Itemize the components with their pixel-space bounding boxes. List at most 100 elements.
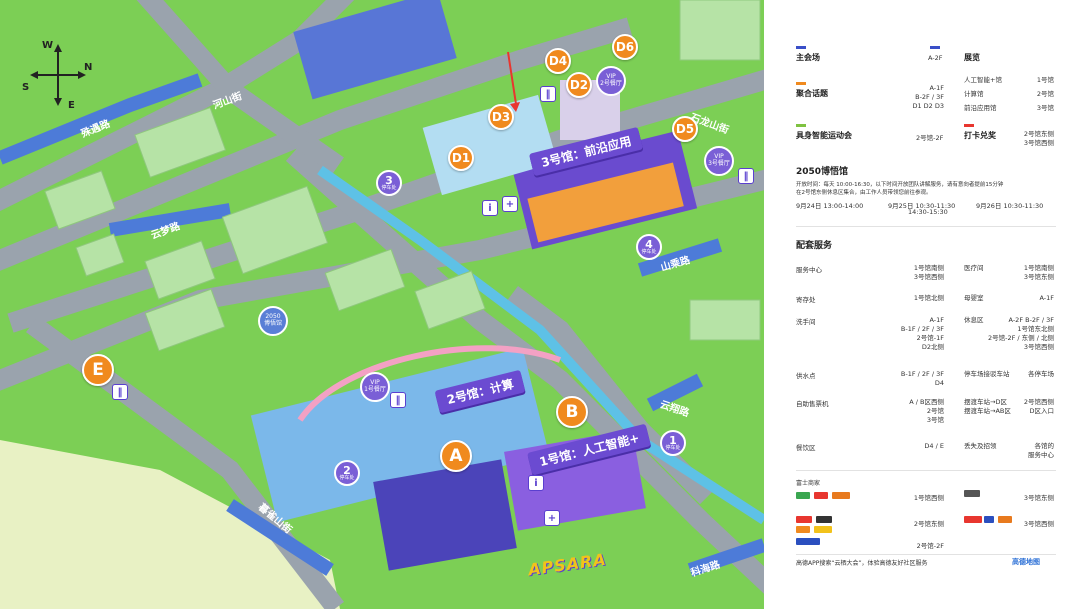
medical-icon[interactable]: +: [502, 196, 518, 212]
zone-e-pin[interactable]: E: [82, 354, 114, 386]
info-icon[interactable]: i: [482, 200, 498, 216]
legend-value: A-2F: [928, 54, 943, 62]
service-name: 自助售票机: [796, 400, 829, 408]
vip-label: VIP: [714, 153, 724, 161]
parking-caption: 停车处: [665, 445, 681, 451]
compass-e: E: [68, 100, 75, 111]
legend-value: A-1F B-2F / 3F D1 D2 D3: [912, 84, 944, 110]
legend-color-bar: [964, 124, 974, 127]
service-location: 2号馆西侧 D区入口: [1023, 398, 1054, 415]
legend-value: 2号馆东侧 3号馆西侧: [1023, 130, 1054, 147]
legend-main-venue: 主会场: [796, 53, 820, 62]
zone-d1-pin[interactable]: D1: [448, 145, 474, 171]
service-name: 供水点: [796, 372, 816, 380]
legend-color-bar: [796, 46, 806, 49]
sponsor-location: 1号馆西侧: [913, 494, 944, 502]
service-location: D4 / E: [924, 442, 944, 450]
parking-number: 3: [385, 174, 393, 187]
museum-year: 2050: [265, 313, 281, 321]
museum-time: 9月25日 10:30-11:30: [888, 202, 956, 210]
sponsor-logo: [984, 516, 994, 523]
compass: W N S E: [22, 40, 92, 111]
zone-d5-pin[interactable]: D5: [672, 116, 698, 142]
sponsor-logo: [964, 516, 982, 523]
info-icon[interactable]: i: [528, 475, 544, 491]
legend-exhibition: 展览: [964, 53, 980, 62]
exhibit-location: 1号馆: [1036, 76, 1054, 84]
sponsor-logo: [814, 526, 832, 533]
legend-checkin: 打卡兑奖: [964, 131, 996, 140]
restaurant-icon[interactable]: ‖: [112, 384, 128, 400]
legend-color-bar: [796, 124, 806, 127]
service-name: 寄存处: [796, 296, 816, 304]
service-name: 餐饮区: [796, 444, 816, 452]
zone-a-pin[interactable]: A: [440, 440, 472, 472]
sponsor-logo: [998, 516, 1012, 523]
zone-d3-pin[interactable]: D3: [488, 104, 514, 130]
museum-name: 博悟馆: [263, 320, 282, 327]
exhibit-location: 3号馆: [1036, 104, 1054, 112]
divider: [796, 554, 1056, 555]
sponsor-logo: [796, 516, 812, 523]
medical-icon[interactable]: +: [544, 510, 560, 526]
parking-number: 2: [343, 464, 351, 477]
sponsor-location: 3号馆东侧: [1023, 494, 1054, 502]
service-location: 1号馆北侧: [913, 294, 944, 302]
vip-name: 2号餐厅: [600, 80, 622, 87]
sponsor-logo: [796, 538, 820, 545]
service-location: 各馆的 服务中心: [1028, 442, 1054, 459]
service-location: 1号馆南侧 3号馆东侧: [1023, 264, 1054, 281]
service-name: 服务中心: [796, 266, 822, 274]
legend-color-bar: [796, 82, 806, 85]
service-name: 母婴室: [964, 294, 984, 302]
service-location: A / B区西侧 2号馆 3号馆: [909, 398, 944, 424]
exhibit-name: 前沿应用馆: [964, 104, 997, 112]
vip-label: VIP: [370, 379, 380, 387]
parking-caption: 停车处: [339, 475, 355, 481]
compass-n: N: [84, 62, 93, 73]
vip-name: 3号餐厅: [708, 160, 730, 167]
sponsor-title: 富士商家: [796, 480, 821, 487]
sponsor-logo: [832, 492, 850, 499]
legend-panel: 主会场 A-2F 展览 人工智能+馆 1号馆 计算馆 2号馆 前沿应用馆 3号馆…: [764, 0, 1080, 609]
legend-color-bar: [930, 46, 940, 49]
sponsor-location: 2号馆东侧: [913, 520, 944, 528]
museum-desc: 在2号馆东侧休息区集合，由工作人员带领您前往参观。: [796, 190, 932, 196]
museum-desc: 开放时间：每天 10:00-16:30，以下时间开放团队讲解服务，请有意向者提前…: [796, 182, 1004, 188]
zone-d4-pin[interactable]: D4: [545, 48, 571, 74]
divider: [796, 470, 1056, 471]
zone-b-pin[interactable]: B: [556, 396, 588, 428]
footer-text: 高德APP搜索“云栖大会”，体验高德友好社区服务: [796, 560, 928, 567]
sponsor-location: 3号馆西侧: [1023, 520, 1054, 528]
zone-d2-pin[interactable]: D2: [566, 72, 592, 98]
service-location: A-1F: [1039, 294, 1054, 302]
vip-name: 1号餐厅: [364, 386, 386, 393]
compass-w: W: [42, 40, 54, 51]
exhibit-name: 计算馆: [964, 90, 984, 98]
legend-embodied-ai: 具身智能运动会: [796, 131, 852, 140]
venue-map[interactable]: W N S E 殊遇路 河山街 石龙山街 云梦路 山乘路 云翔路 暮雀山街 科海…: [0, 0, 764, 609]
service-name: 洗手间: [796, 318, 816, 326]
sponsor-location: 2号馆-2F: [916, 542, 944, 550]
compass-s: S: [22, 82, 30, 93]
restaurant-icon[interactable]: ‖: [540, 86, 556, 102]
zone-d6-pin[interactable]: D6: [612, 34, 638, 60]
sponsor-logo: [796, 526, 810, 533]
services-title: 配套服务: [796, 241, 833, 251]
service-location: A-1F B-1F / 2F / 3F 2号馆-1F D2北侧: [900, 316, 944, 351]
exhibit-location: 2号馆: [1036, 90, 1054, 98]
service-name: 摆渡车站→D区 摆渡车站→AB区: [964, 398, 1011, 415]
legend-value: 2号馆-2F: [916, 134, 944, 142]
restaurant-icon[interactable]: ‖: [390, 392, 406, 408]
amap-brand: 高德地图: [1012, 558, 1040, 566]
restaurant-icon[interactable]: ‖: [738, 168, 754, 184]
service-location: 1号馆南侧 3号馆西侧: [913, 264, 944, 281]
